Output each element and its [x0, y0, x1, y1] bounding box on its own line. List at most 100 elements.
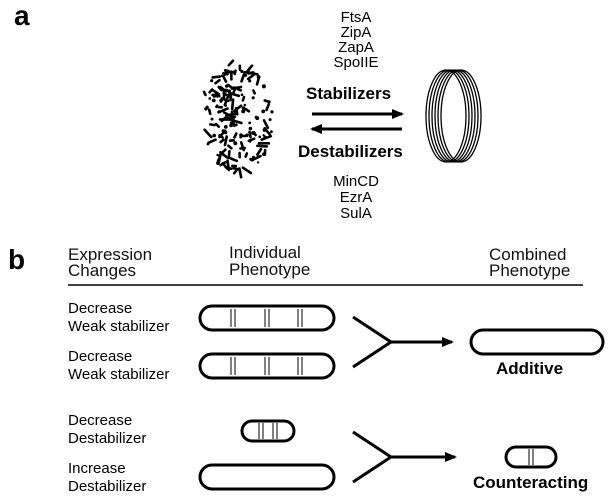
stabilizer-protein-zapa: ZapA [338, 39, 374, 56]
filament-fragment [240, 69, 244, 74]
filament-fragment [207, 138, 217, 144]
filament-fragment [270, 130, 273, 134]
filament-fragment [223, 125, 228, 129]
filament-fragment [224, 104, 228, 107]
stabilizer-protein-ftsa: FtsA [340, 9, 372, 26]
filament-fragment [208, 97, 212, 100]
stabilizers-label: Stabilizers [306, 84, 392, 103]
filament-fragment [240, 93, 244, 96]
panel-a-label: a [14, 0, 30, 31]
filament-fragment [229, 123, 234, 128]
cell-long-septa-row1 [198, 304, 336, 332]
filament-fragment [225, 112, 236, 117]
row2-change: Decrease [68, 348, 133, 365]
filament-fragment [233, 141, 238, 146]
filament-fragment [270, 110, 274, 114]
filament-fragment [251, 131, 255, 135]
filament-fragment [222, 75, 228, 83]
header-expression-changes-line1: Expression [68, 245, 153, 264]
filament-fragment [207, 108, 212, 116]
filament-fragment [250, 158, 255, 162]
filament-fragment [243, 103, 247, 107]
filament-fragment [244, 107, 251, 113]
filament-fragment [227, 149, 231, 160]
filament-fragment [248, 79, 252, 83]
filament-fragment [229, 121, 233, 124]
filament-fragment [262, 128, 267, 132]
filament-fragment [247, 71, 255, 75]
filament-fragment [256, 144, 269, 148]
filament-fragment [218, 129, 227, 139]
filament-fragment [252, 89, 256, 95]
filament-fragment [215, 104, 219, 107]
filament-fragment [248, 121, 252, 125]
row3-gene: Destabilizer [68, 430, 147, 447]
filament-fragment [219, 138, 225, 144]
filament-fragment [246, 73, 255, 81]
filament-fragment [204, 107, 208, 111]
filament-fragment [256, 161, 260, 164]
row1-gene: Weak stabilizer [68, 318, 170, 335]
row1-change: Decrease [68, 300, 133, 317]
filament-fragment [217, 110, 221, 114]
filament-fragment [244, 152, 249, 158]
filament-fragment [226, 159, 231, 172]
filament-fragment [268, 118, 272, 122]
filament-fragment [248, 130, 252, 139]
filament-fragment [223, 135, 228, 147]
header-individual-phenotype-line1: Individual [229, 243, 301, 262]
filament-fragment [233, 132, 238, 139]
filament-fragment [251, 96, 255, 100]
filament-fragment [239, 146, 246, 150]
filament-fragment [222, 72, 229, 76]
combine-arrow-bottom [352, 430, 457, 484]
filament-fragment [262, 85, 266, 89]
filament-fragment [212, 133, 216, 138]
filament-fragment [263, 99, 271, 104]
result-additive: Additive [496, 359, 564, 378]
filament-fragment [240, 70, 247, 83]
filament-fragment [206, 142, 210, 146]
filament-fragment [230, 98, 235, 111]
filament-fragment [209, 123, 216, 127]
filament-fragment [254, 115, 258, 119]
filament-fragment [263, 135, 267, 140]
filament-fragment [219, 160, 227, 167]
filament-fragment [203, 128, 213, 139]
filament-fragment [245, 64, 254, 73]
filament-fragment [217, 85, 223, 92]
filament-fragment [220, 74, 224, 78]
result-counteracting: Counteracting [473, 473, 589, 492]
filament-fragment [230, 119, 243, 125]
filament-fragment [248, 137, 256, 142]
filament-fragment [256, 147, 263, 156]
filament-fragment [223, 95, 230, 107]
filament-fragment [241, 95, 246, 102]
cell-short-septa-row3 [240, 419, 296, 443]
stabilizer-protein-zipa: ZipA [340, 24, 372, 41]
filament-fragment [217, 153, 222, 165]
filament-fragment [232, 166, 241, 171]
filament-fragment [202, 90, 207, 97]
scattered-filaments-cluster [202, 59, 274, 179]
filament-fragment [236, 87, 243, 92]
cell-combined-counteracting [504, 445, 558, 469]
cell-long-no-septa-row4 [198, 463, 336, 491]
destabilizer-protein-sula: SulA [340, 205, 372, 222]
stabilizer-protein-spoiie: SpoIIE [333, 54, 379, 71]
panel-b-label: b [8, 244, 26, 275]
filament-fragment [219, 100, 223, 103]
filament-fragment [256, 75, 261, 79]
filament-fragment [265, 103, 271, 112]
destabilizer-protein-mincd: MinCD [333, 173, 379, 190]
filament-fragment [261, 109, 266, 114]
filament-fragment [233, 104, 243, 113]
z-ring-icon [425, 69, 482, 163]
filament-fragment [232, 86, 236, 90]
header-expression-changes-line2: Changes [68, 261, 137, 280]
filament-fragment [233, 69, 237, 76]
filament-fragment [247, 139, 251, 143]
filament-fragment [241, 109, 246, 114]
filament-fragment [210, 79, 214, 83]
